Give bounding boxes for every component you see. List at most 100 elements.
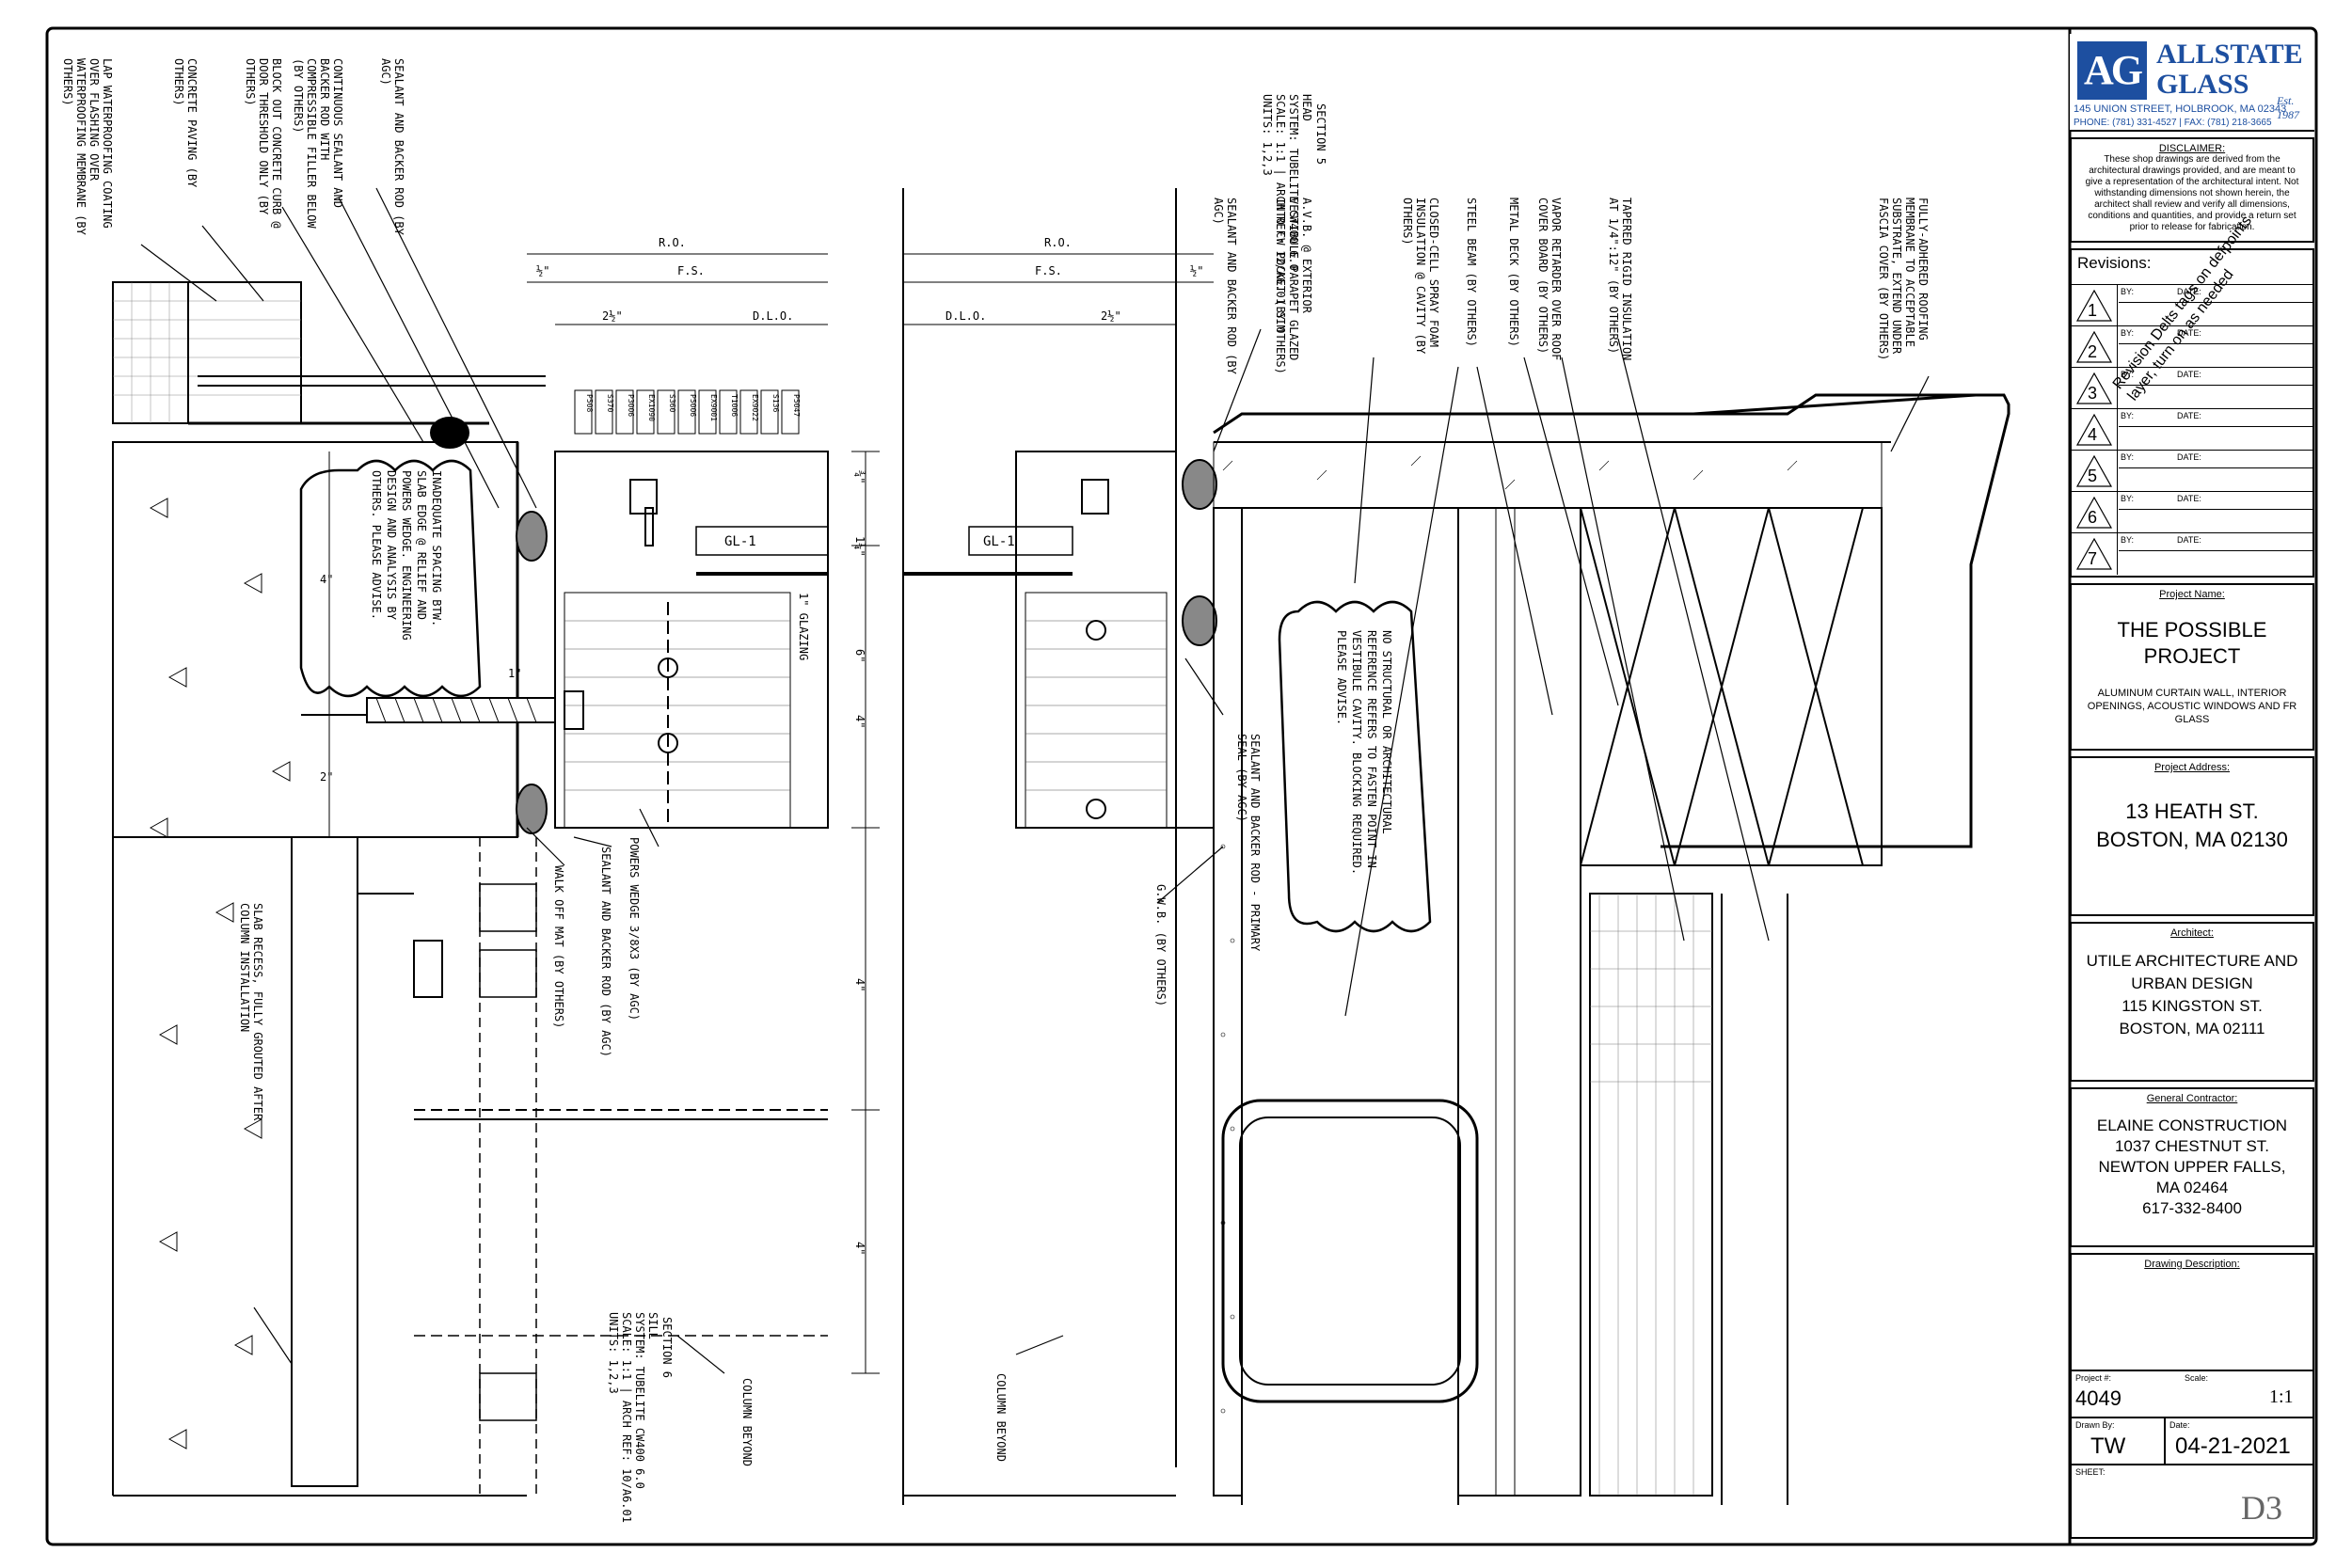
architect-block: Architect: UTILE ARCHITECTURE AND URBAN … [2070, 922, 2314, 1082]
project-name-line2: PROJECT [2143, 644, 2241, 668]
dim-six: 6" [853, 649, 866, 662]
revision-by-label: BY: [2121, 535, 2135, 545]
revision-date-label: DATE: [2177, 452, 2201, 462]
gc-line4: MA 02464 [2155, 1179, 2229, 1196]
revision-by-label: BY: [2121, 328, 2135, 338]
callout-label-right: CLOSED-CELL SPRAY FOAMINSULATION @ CAVIT… [1401, 198, 1440, 355]
gc-label: General Contractor: [2146, 1093, 2238, 1104]
gc-block: General Contractor: ELAINE CONSTRUCTION … [2070, 1087, 2314, 1247]
part-tag-box [698, 389, 717, 435]
disclaimer-title: DISCLAIMER: [2158, 143, 2226, 154]
callout-label-right: METAL DECK (BY OTHERS) [1507, 198, 1520, 347]
part-tag-box [636, 389, 655, 435]
revision-number: 5 [2088, 467, 2098, 485]
sill-section-line: UNITS: 1,2,3 [607, 1312, 620, 1394]
revision-triangle-icon [2075, 537, 2113, 570]
callout-label-bottom: SEALANT AND BACKER ROD (BY AGC) [599, 847, 612, 1057]
part-tag: S136 [771, 394, 780, 412]
part-tag-box [574, 389, 593, 435]
revision-by-label: BY: [2121, 370, 2135, 379]
sheet-border [45, 26, 2318, 1546]
dim-fs-right: F.S. [1035, 264, 1062, 277]
architect-line4: BOSTON, MA 02111 [2119, 1020, 2265, 1037]
scale-value: 1:1 [2269, 1386, 2294, 1407]
concrete-paving [112, 281, 489, 425]
callout-label-left: CONCRETE PAVING (BYOTHERS) [172, 58, 199, 188]
part-tag: S370 [606, 394, 614, 412]
revision-number: 3 [2088, 384, 2098, 403]
company-fax: FAX: (781) 218-3665 [2184, 118, 2272, 128]
cloud-note-right: NO STRUCTURAL OR ARCHITECTURALREFERENCE … [1335, 630, 1393, 875]
callout-label-right: VAPOR RETARDER OVER ROOFCOVER BOARD (BY … [1536, 198, 1563, 360]
project-name-line1: THE POSSIBLE [2117, 618, 2267, 641]
date-label: Date: [2169, 1420, 2190, 1430]
callout-label-right: SEALANT AND BACKER ROD (BYAGC) [1212, 198, 1238, 375]
gc-line5: 617-332-8400 [2142, 1199, 2242, 1217]
revision-clouds [299, 459, 1432, 933]
part-tag: P508 [585, 394, 594, 412]
part-tag: EX9022 [751, 394, 759, 421]
dim-half-right: ½" [1190, 264, 1203, 277]
callout-label-left: SEALANT AND BACKER ROD (BYAGC) [379, 58, 405, 236]
revision-triangle-icon [2075, 413, 2113, 446]
gc-line2: 1037 CHESTNUT ST. [2114, 1137, 2270, 1155]
scale-label: Scale: [2185, 1373, 2209, 1383]
callout-label-left: BLOCK OUT CONCRETE CURB @DOOR THRESHOLD … [244, 58, 283, 229]
drawn-by-label: Drawn By: [2075, 1420, 2115, 1430]
disclaimer-text: These shop drawings are derived from the… [2085, 154, 2299, 232]
project-address-block: Project Address: 13 HEATH ST. BOSTON, MA… [2070, 756, 2314, 916]
sill-section-line: SYSTEM: TUBELITE CW400 6.0 [633, 1312, 646, 1489]
project-address-label: Project Address: [2153, 762, 2231, 773]
architect-line1: UTILE ARCHITECTURE AND [2086, 952, 2298, 970]
revision-triangle-icon [2075, 454, 2113, 487]
head-section-title: SECTION 5 [1314, 103, 1327, 165]
company-logo: AG [2077, 41, 2147, 100]
part-tag-box [615, 389, 634, 435]
company-phone: PHONE: (781) 331-4527 [2074, 118, 2177, 128]
part-tag: EX1090 [647, 394, 656, 421]
dim-ro-right: R.O. [1044, 236, 1072, 249]
dim-dlo-right: D.L.O. [946, 309, 986, 323]
revision-date-label: DATE: [2177, 328, 2201, 338]
callout-label-bottom: COLUMN BEYOND [994, 1373, 1008, 1462]
part-tag-box [739, 389, 758, 435]
concrete-slab [112, 441, 828, 1497]
architect-line3: 115 KINGSTON ST. [2122, 997, 2263, 1015]
part-tag: EX9001 [709, 394, 718, 421]
dim-half-left: ½" [536, 264, 549, 277]
architect-line2: URBAN DESIGN [2131, 974, 2253, 992]
project-address-line1: 13 HEATH ST. [2125, 800, 2259, 823]
dim-one-quarter: 1¼" [853, 536, 866, 557]
project-no-label: Project #: [2075, 1373, 2112, 1383]
sill-section-line: SILL [646, 1312, 660, 1339]
company-est: Est. 1987 [2277, 94, 2299, 121]
revision-date-label: DATE: [2177, 287, 2201, 296]
callout-label-right: TAPERED RIGID INSULATIONAT 1/4":12" (BY … [1607, 198, 1633, 360]
part-tag-box [595, 389, 613, 435]
head-section-line: SCALE: 1:1 | ARCH REF: 12/A6.01 SIM [1274, 94, 1287, 332]
sill-section-line: SCALE: 1:1 | ARCH REF: 10/A6.01 [620, 1312, 633, 1523]
meta-block: Project #: 4049 Scale: 1:1 Drawn By: TW … [2070, 1371, 2314, 1539]
callout-label-left: LAP WATERPROOFING COATINGOVER FLASHING O… [61, 58, 114, 236]
gc-line1: ELAINE CONSTRUCTION [2096, 1117, 2288, 1134]
callout-label-bottom: SLAB RECESS, FULLY GROUTED AFTERCOLUMN I… [238, 903, 264, 1121]
dim-one-glazing: 1" GLAZING [797, 593, 810, 660]
head-section-line: SYSTEM: TUBELITE CW400 6.0 [1287, 94, 1300, 271]
date-value: 04-21-2021 [2175, 1433, 2291, 1459]
revision-triangle-icon [2075, 330, 2113, 363]
backer-rod [430, 417, 469, 449]
part-tag: P5047 [792, 394, 801, 417]
dim-one-left: 1" [508, 667, 521, 680]
walk-off-mat [414, 837, 828, 1496]
glass-tag-left: GL-1 [724, 534, 756, 549]
part-tag-box [719, 389, 738, 435]
